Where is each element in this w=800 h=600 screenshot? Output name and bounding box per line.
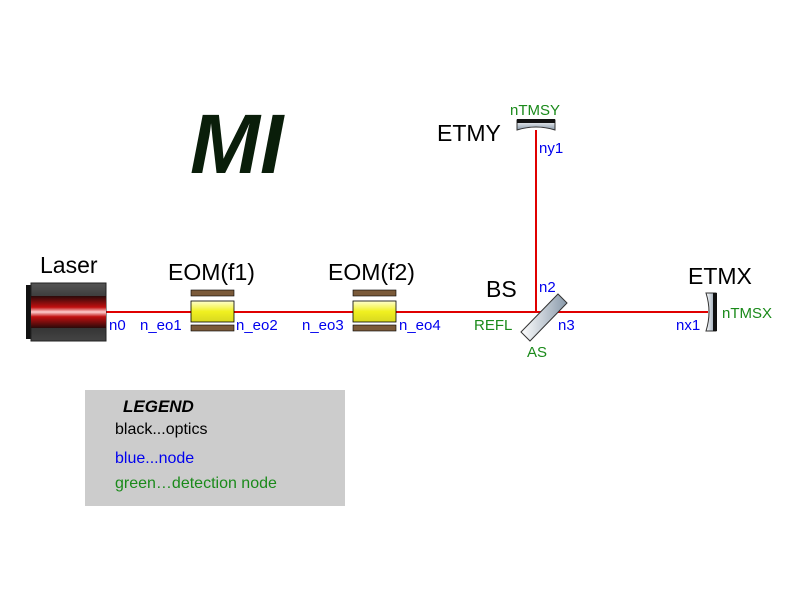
laser-icon (26, 282, 107, 342)
legend-item-detection: green…detection node (115, 475, 277, 492)
legend-item-node: blue...node (115, 450, 194, 467)
node-n3-label: n3 (558, 317, 575, 334)
legend-item-optics: black...optics (115, 421, 207, 438)
eom2-label: EOM(f2) (328, 259, 415, 285)
detection-ntmsy-label: nTMSY (510, 102, 560, 119)
node-ny1-label: ny1 (539, 140, 563, 157)
legend-heading: LEGEND (123, 397, 194, 416)
detection-refl-label: REFL (474, 317, 512, 334)
node-n-eo1-label: n_eo1 (140, 317, 182, 334)
eom2-icon (352, 289, 397, 332)
node-n-eo2-label: n_eo2 (236, 317, 278, 334)
node-n-eo4-label: n_eo4 (399, 317, 441, 334)
bs-label: BS (486, 276, 517, 302)
etmx-mirror-icon (705, 292, 717, 332)
etmx-label: ETMX (688, 263, 752, 289)
detection-ntmsx-label: nTMSX (722, 305, 772, 322)
etmy-mirror-icon (516, 119, 556, 131)
detection-as-label: AS (527, 344, 547, 361)
laser-label: Laser (40, 252, 98, 278)
etmy-label: ETMY (437, 120, 501, 146)
node-n2-label: n2 (539, 279, 556, 296)
diagram-title: MI (190, 97, 285, 191)
eom1-icon (190, 289, 235, 332)
node-n-eo3-label: n_eo3 (302, 317, 344, 334)
node-n0-label: n0 (109, 317, 126, 334)
node-nx1-label: nx1 (676, 317, 700, 334)
legend-background (85, 390, 345, 506)
beam-splitter-icon (520, 293, 568, 342)
legend-box: LEGEND black...optics blue...node green…… (85, 390, 345, 506)
eom1-label: EOM(f1) (168, 259, 255, 285)
